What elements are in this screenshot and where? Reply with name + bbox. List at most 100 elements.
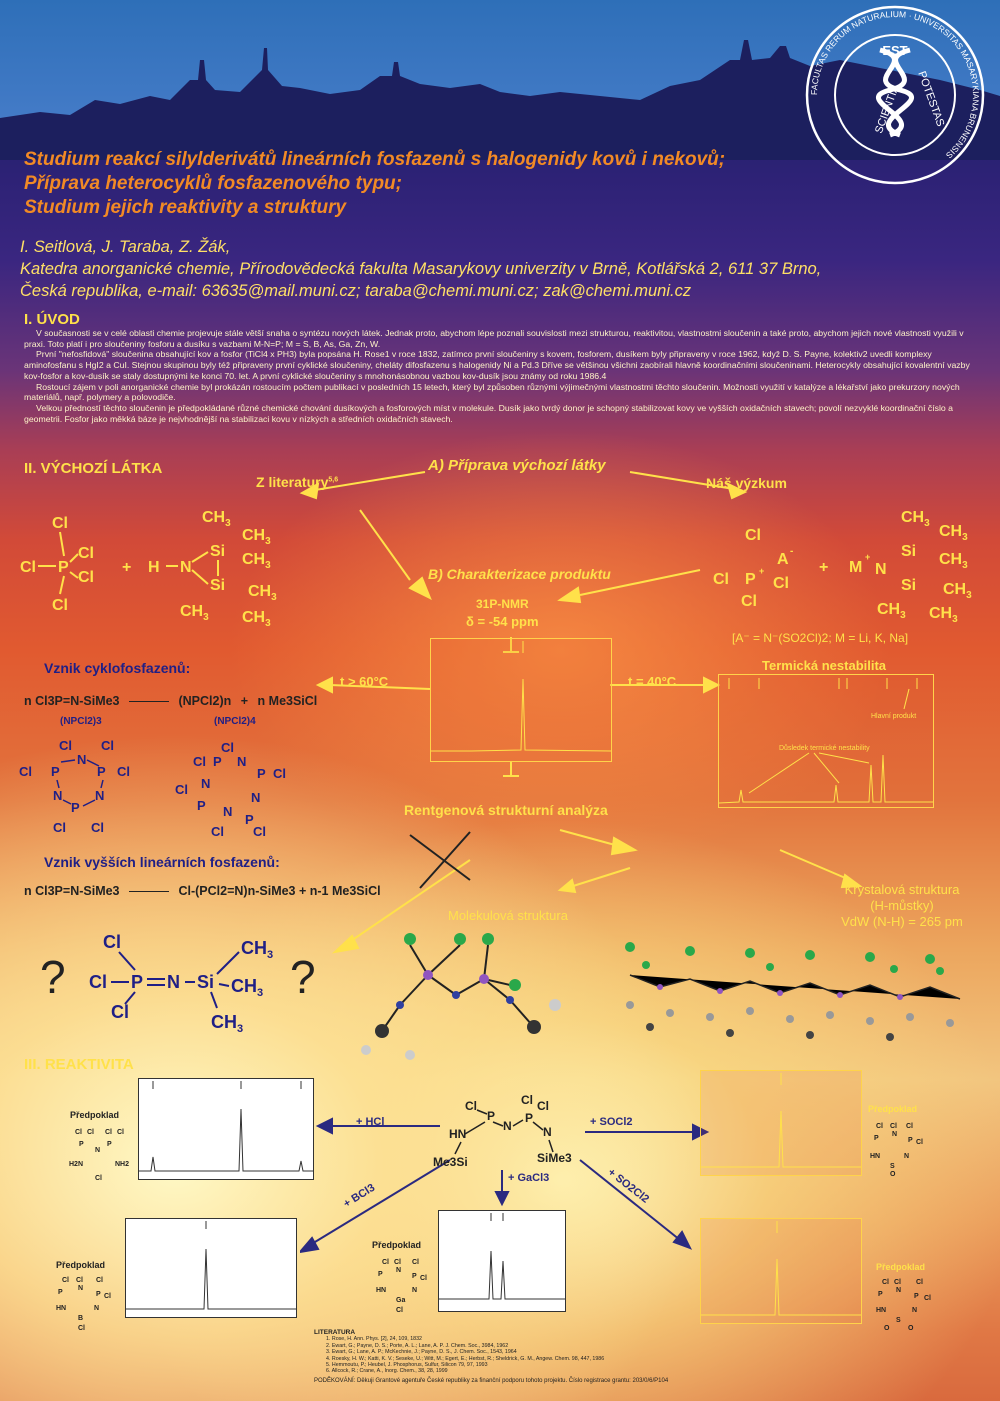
intro-heading: I. ÚVOD <box>24 311 80 328</box>
question-right: ? <box>290 951 316 1003</box>
svg-text:Cl: Cl <box>117 1129 124 1136</box>
svg-text:Cl: Cl <box>91 820 104 835</box>
svg-text:N: N <box>53 788 62 803</box>
svg-text:Cl: Cl <box>465 1099 477 1113</box>
svg-text:CH3: CH3 <box>231 976 263 999</box>
svg-text:P: P <box>487 1109 495 1123</box>
xray-label: Rentgenová strukturní analýza <box>404 802 608 818</box>
svg-text:N: N <box>875 561 887 578</box>
svg-text:O: O <box>890 1171 896 1178</box>
svg-text:N: N <box>237 754 246 769</box>
linear-title: Vznik vyšších lineárních fosfazenů: <box>44 854 280 870</box>
cyclo-eq-plus: + <box>240 694 249 708</box>
svg-text:Cl: Cl <box>876 1123 883 1130</box>
svg-text:CH3: CH3 <box>242 609 271 629</box>
svg-text:Cl: Cl <box>253 824 266 839</box>
svg-text:Cl: Cl <box>78 1325 85 1332</box>
bcl3-nmr-spectrum <box>125 1218 297 1318</box>
svg-text:N: N <box>543 1125 552 1139</box>
svg-text:+: + <box>819 559 828 576</box>
svg-text:P: P <box>58 559 69 576</box>
svg-text:NH2: NH2 <box>115 1161 129 1168</box>
main-product-label: Hlavní produkt <box>871 713 917 720</box>
svg-text:Cl: Cl <box>78 545 94 562</box>
cyclo-title: Vznik cyklofosfazenů: <box>44 660 191 676</box>
predpoklad-hcl: Předpoklad <box>70 1110 120 1120</box>
seal-potestas: POTESTAS <box>915 70 946 128</box>
acknowledgement: PODĚKOVÁNÍ: Děkuji Grantové agentuře Čes… <box>314 1377 669 1384</box>
crystal-structure-drawing <box>625 942 961 1041</box>
molecular-structure-drawing <box>361 933 561 1060</box>
svg-text:Cl: Cl <box>193 754 206 769</box>
svg-text:O: O <box>908 1325 914 1332</box>
svg-text:Cl: Cl <box>175 782 188 797</box>
svg-text:Cl: Cl <box>103 932 121 952</box>
ref-4: 4. Roesky, H. W.; Katti, K. V.; Seseke, … <box>326 1355 605 1362</box>
svg-text:+: + <box>865 552 870 562</box>
intro-p3: Rostoucí zájem v poli anorganické chemie… <box>24 381 960 403</box>
svg-text:Cl: Cl <box>105 1129 112 1136</box>
svg-text:Cl: Cl <box>894 1279 901 1286</box>
char-title: B) Charakterizace produktu <box>428 566 611 582</box>
intro-text: V současnosti se v celé oblasti chemie p… <box>24 328 979 424</box>
svg-text:HN: HN <box>56 1305 66 1312</box>
svg-text:P: P <box>97 764 106 779</box>
svg-text:Cl: Cl <box>52 597 68 614</box>
svg-text:CH3: CH3 <box>242 527 271 547</box>
svg-text:CH3: CH3 <box>202 509 231 529</box>
seal-est: EST <box>882 43 907 58</box>
svg-text:Cl: Cl <box>101 738 114 753</box>
svg-text:Cl: Cl <box>537 1099 549 1113</box>
svg-text:P: P <box>197 798 206 813</box>
svg-text:N: N <box>892 1131 897 1138</box>
svg-text:Cl: Cl <box>76 1277 83 1284</box>
svg-text:P: P <box>107 1141 112 1148</box>
faculty-seal: EST SCIENTIA POTESTAS FACULTAS RERUM NAT… <box>805 5 985 185</box>
svg-text:CH3: CH3 <box>211 1012 243 1035</box>
section2-arrows <box>299 471 863 954</box>
svg-text:Cl: Cl <box>882 1279 889 1286</box>
svg-text:Cl: Cl <box>221 740 234 755</box>
svg-text:CH3: CH3 <box>877 601 906 621</box>
cryst-struct-label: Krystalová struktura <box>844 882 960 897</box>
section2-heading: II. VÝCHOZÍ LÁTKA <box>24 460 163 477</box>
svg-text:HN: HN <box>876 1307 886 1314</box>
svg-text:Cl: Cl <box>394 1259 401 1266</box>
section3-heading: III. REAKTIVITA <box>24 1056 134 1073</box>
svg-text:N: N <box>78 1285 83 1292</box>
title-line-3: Studium jejich reaktivity a struktury <box>24 197 347 218</box>
predpoklad-bcl3: Předpoklad <box>56 1260 106 1270</box>
affiliation-line-1: Katedra anorganické chemie, Přírodovědec… <box>20 260 822 278</box>
authors-block: I. Seitlová, J. Taraba, Z. Žák, Katedra … <box>20 236 980 302</box>
svg-text:CH3: CH3 <box>248 583 277 603</box>
svg-text:N: N <box>94 1305 99 1312</box>
svg-text:SiMe3: SiMe3 <box>537 1151 572 1165</box>
svg-text:M: M <box>849 559 862 576</box>
svg-text:Cl: Cl <box>19 764 32 779</box>
svg-text:Cl: Cl <box>273 766 286 781</box>
svg-text:N: N <box>167 972 180 992</box>
ref-1: 1. Rose, H. Ann. Phys. [2], 24, 109, 183… <box>326 1336 422 1343</box>
svg-text:H2N: H2N <box>69 1161 83 1168</box>
svg-text:B: B <box>78 1315 83 1322</box>
cryst-struct-block: Krystalová struktura (H-můstky) VdW (N-H… <box>812 882 992 930</box>
svg-text:Cl: Cl <box>412 1259 419 1266</box>
svg-text:HN: HN <box>376 1287 386 1294</box>
svg-text:Cl: Cl <box>95 1175 102 1182</box>
svg-text:Me3Si: Me3Si <box>433 1155 468 1169</box>
ref-2: 2. Ewart, G.; Payne, D. S.; Porte, A. L.… <box>326 1342 509 1349</box>
cyclo-eq-product: (NPCl2)n <box>178 694 232 708</box>
svg-text:S: S <box>896 1317 901 1324</box>
prep-title: A) Příprava výchozí látky <box>428 457 606 474</box>
svg-text:Si: Si <box>210 543 225 560</box>
svg-text:Cl: Cl <box>75 1129 82 1136</box>
svg-text:N: N <box>201 776 210 791</box>
svg-text:P: P <box>745 571 756 588</box>
svg-text:Si: Si <box>197 972 214 992</box>
svg-text:HN: HN <box>870 1153 880 1160</box>
cyclo-equation: n Cl3P=N-SiMe3 (NPCl2)n + n Me3SiCl <box>24 694 317 708</box>
